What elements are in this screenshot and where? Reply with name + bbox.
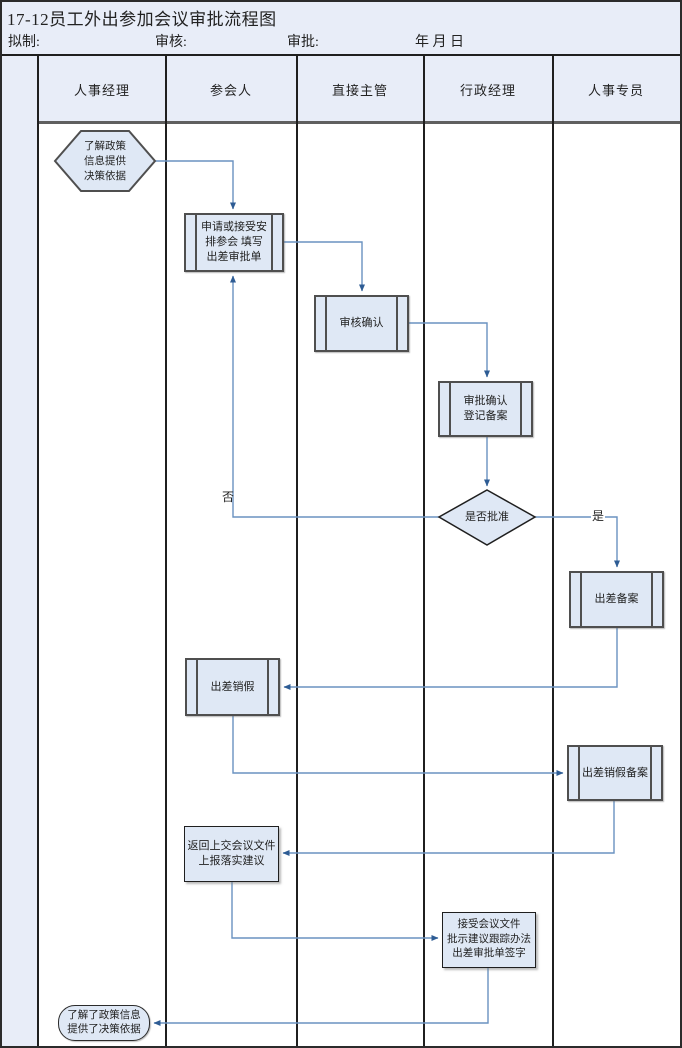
lane-header-band <box>38 55 680 122</box>
approve-register-node-text: 审批确认 登记备案 <box>463 395 508 422</box>
left-margin-column <box>0 55 38 1048</box>
prepared-label: 拟制: <box>8 35 40 50</box>
edge-start-to-apply <box>155 160 236 210</box>
end-node: 了解了政策信息 提供了决策依据 <box>58 1005 150 1041</box>
subprocess-bar-icon <box>449 383 451 435</box>
approve-label: 审批: <box>287 35 319 50</box>
lane-title-hr-specialist: 人事专员 <box>587 83 645 98</box>
start-node-text: 了解政策 信息提供 决策依据 <box>84 140 126 182</box>
subprocess-bar-icon <box>267 660 269 714</box>
trip-cancel-record-node: 出差销假备案 <box>567 745 663 801</box>
subprocess-bar-icon <box>325 297 327 350</box>
lane-divider-0 <box>37 55 39 1046</box>
edge-apply-to-review <box>284 241 365 292</box>
lane-title-supervisor: 直接主管 <box>331 83 389 98</box>
apply-node-text: 申请或接受安 排参会 填写 出差审批单 <box>201 221 267 263</box>
header-divider-line <box>0 54 682 56</box>
subprocess-bar-icon <box>578 747 580 799</box>
subprocess-bar-icon <box>580 573 582 626</box>
lane-title-admin-manager: 行政经理 <box>459 83 517 98</box>
trip-cancel-node: 出差销假 <box>185 658 280 716</box>
apply-node: 申请或接受安 排参会 填写 出差审批单 <box>184 213 284 272</box>
trip-cancel-record-node-text: 出差销假备案 <box>582 766 648 779</box>
subprocess-bar-icon <box>520 383 522 435</box>
review-node: 审核确认 <box>314 295 409 352</box>
decision-no-label: 否 <box>222 490 235 504</box>
decision-diamond-shape <box>437 489 537 546</box>
edge-trip-record-to-trip-cancel <box>283 628 618 690</box>
edge-review-to-approve <box>409 322 490 378</box>
edge-decision-no-to-apply <box>230 275 439 518</box>
subprocess-bar-icon <box>195 215 197 270</box>
lane-divider-2 <box>296 55 298 1046</box>
approve-register-node: 审批确认 登记备案 <box>438 381 533 437</box>
edge-cancel-record-to-submit-docs <box>282 801 615 856</box>
subprocess-bar-icon <box>196 660 198 714</box>
lane-title-participant: 参会人 <box>209 83 253 98</box>
subprocess-bar-icon <box>651 573 653 626</box>
subprocess-bar-icon <box>650 747 652 799</box>
trip-cancel-node-text: 出差销假 <box>210 680 255 693</box>
edge-trip-cancel-to-cancel-record <box>232 716 564 776</box>
lane-divider-4 <box>552 55 554 1046</box>
subprocess-bar-icon <box>396 297 398 350</box>
page-title: 17-12员工外出参加会议审批流程图 <box>7 10 277 29</box>
title-band-background <box>0 0 682 55</box>
lane-title-hr-manager: 人事经理 <box>73 83 131 98</box>
decision-yes-label: 是 <box>591 509 606 523</box>
lane-divider-1 <box>165 55 167 1046</box>
lane-header-underline <box>38 121 680 124</box>
submit-docs-node: 返回上交会议文件 上报落实建议 <box>184 826 279 882</box>
decision-node-text: 是否批准 <box>465 510 509 523</box>
start-hexagon-shape <box>53 130 157 192</box>
lane-divider-3 <box>423 55 425 1046</box>
edge-accept-docs-to-end <box>153 968 489 1026</box>
edge-submit-docs-to-accept-docs <box>231 882 439 941</box>
subprocess-bar-icon <box>271 215 273 270</box>
edge-decision-yes-to-trip-record <box>535 516 620 568</box>
trip-record-node: 出差备案 <box>569 571 664 628</box>
review-label: 审核: <box>155 35 187 50</box>
review-node-text: 审核确认 <box>339 317 384 329</box>
trip-record-node-text: 出差备案 <box>594 593 639 605</box>
date-label: 年 月 日 <box>415 35 464 50</box>
accept-docs-node: 接受会议文件 批示建议跟踪办法 出差审批单签字 <box>442 912 536 968</box>
